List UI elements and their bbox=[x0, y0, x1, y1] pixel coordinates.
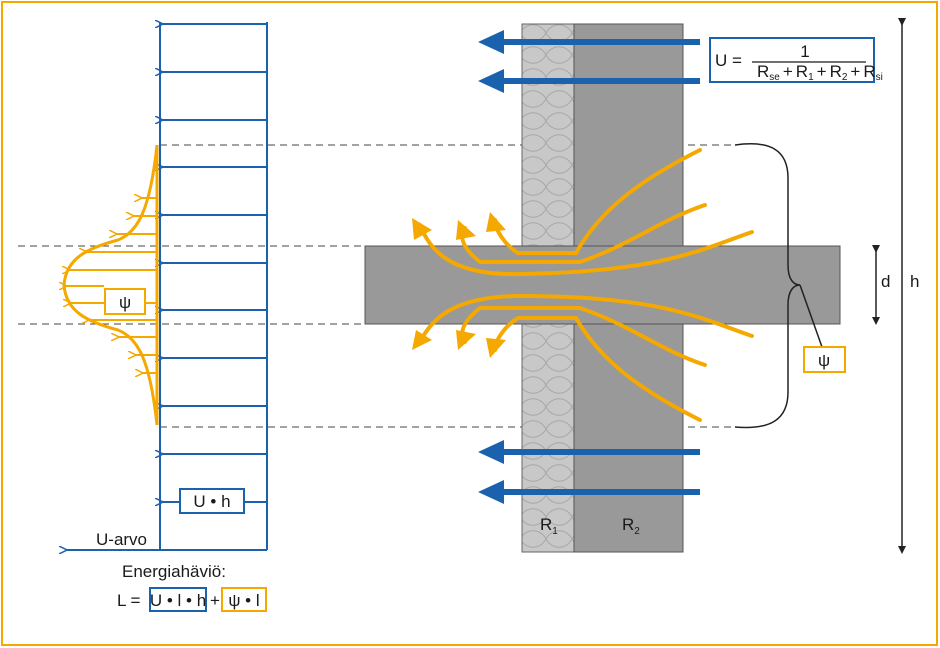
concrete-wall-bottom bbox=[573, 323, 684, 553]
wall-heat-arrows bbox=[478, 30, 700, 504]
wall-heat-arrow-head bbox=[478, 440, 504, 464]
u-formula-box bbox=[709, 37, 875, 83]
wall-heat-arrow-head bbox=[478, 30, 504, 54]
insulation-layer-top bbox=[521, 23, 575, 247]
insulation-layer-bottom bbox=[521, 323, 575, 553]
concrete-wall-top bbox=[573, 23, 684, 247]
formula-prefix: L = bbox=[117, 591, 141, 610]
left-heat-flux-diagram: ψ U • h U-arvo Energiahäviö: L = U • l •… bbox=[64, 22, 268, 612]
psi-label-right: ψ bbox=[818, 351, 830, 370]
h-label: h bbox=[910, 272, 919, 291]
u-formula-denominator: Rse+R1+R2+Rsi bbox=[757, 62, 883, 83]
energy-title: Energiahäviö: bbox=[122, 562, 226, 581]
thermal-arrowhead bbox=[486, 338, 506, 358]
u-formula-lhs: U = bbox=[715, 51, 742, 70]
r2-label: R2 bbox=[622, 515, 640, 537]
thermal-arrowhead bbox=[456, 220, 476, 240]
uh-label-box bbox=[179, 488, 245, 514]
thermal-arrowhead bbox=[456, 330, 476, 350]
r1-label: R1 bbox=[540, 515, 558, 537]
wall-heat-arrow-head bbox=[478, 69, 504, 93]
psi-label-box-right bbox=[803, 346, 846, 373]
u-formula-numerator: 1 bbox=[800, 42, 809, 61]
psi-label-left: ψ bbox=[119, 293, 131, 312]
blue-flux-arrows bbox=[162, 24, 267, 502]
d-label: d bbox=[881, 272, 890, 291]
orange-psi-arrows bbox=[66, 198, 157, 373]
uh-label: U • h bbox=[193, 492, 230, 511]
u-arvo-label: U-arvo bbox=[96, 530, 147, 549]
thermal-bridge-arrowheads bbox=[412, 212, 506, 358]
formula-blue-box bbox=[149, 587, 207, 612]
thermal-arrowhead bbox=[412, 330, 432, 350]
formula-orange-box bbox=[221, 587, 267, 612]
wall-heat-arrow-head bbox=[478, 480, 504, 504]
thermal-bridge-flow-lines bbox=[418, 148, 754, 422]
formula-orange-term: ψ • l bbox=[228, 591, 259, 610]
right-wall-section: U = 1 Rse+R1+R2+Rsi R1 R2 ψ d h bbox=[364, 18, 919, 554]
dashed-reference-lines bbox=[18, 144, 735, 428]
psi-label-box bbox=[104, 288, 146, 315]
slab bbox=[364, 245, 841, 325]
thermal-arrowhead bbox=[412, 218, 432, 240]
psi-brace-leader bbox=[799, 284, 823, 348]
thermal-arrowhead bbox=[486, 212, 506, 232]
formula-plus: + bbox=[210, 591, 220, 610]
formula-blue-term: U • l • h bbox=[150, 591, 206, 610]
